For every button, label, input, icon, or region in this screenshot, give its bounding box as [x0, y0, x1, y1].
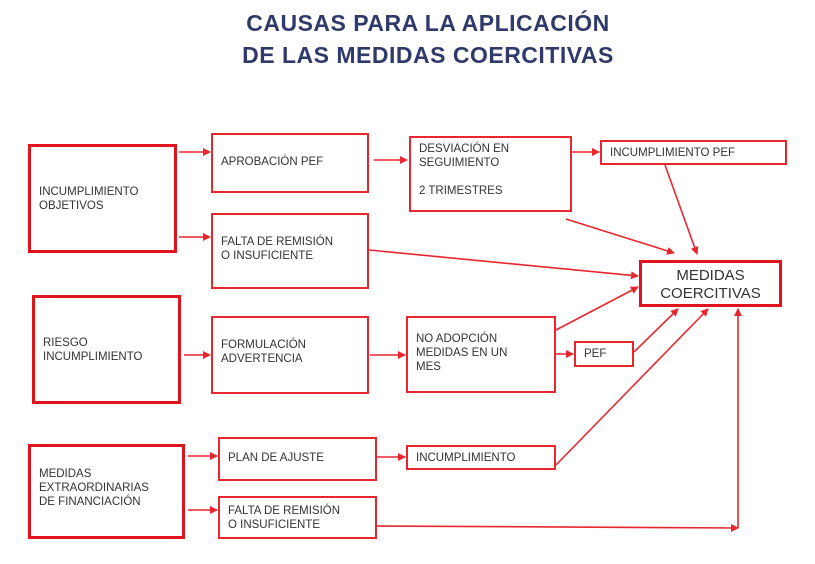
incumplimiento-pef-box: INCUMPLIMIENTO PEF [600, 140, 787, 165]
arrow [633, 308, 679, 353]
arrow [565, 218, 675, 255]
riesgo-incumplimiento-box: RIESGO INCUMPLIMIENTO [32, 295, 181, 404]
arrow [555, 286, 639, 331]
falta-remision-box-2: FALTA DE REMISIÓN O INSUFICIENTE [218, 496, 377, 539]
aprobacion-pef-box: APROBACIÓN PEF [211, 133, 369, 193]
no-adopcion-box: NO ADOPCIÓN MEDIDAS EN UN MES [406, 316, 556, 393]
falta-remision-box-1: FALTA DE REMISIÓN O INSUFICIENTE [211, 213, 369, 289]
arrow [664, 164, 699, 255]
arrow [368, 249, 639, 280]
incumplimiento-box: INCUMPLIMIENTO [406, 445, 556, 470]
arrow [555, 308, 709, 466]
incumplimiento-objetivos-box: INCUMPLIMIENTO OBJETIVOS [28, 144, 177, 253]
medidas-extraordinarias-box: MEDIDAS EXTRAORDINARIAS DE FINANCIACIÓN [28, 444, 185, 539]
medidas-coercitivas-box: MEDIDAS COERCITIVAS [639, 260, 782, 307]
formulacion-advertencia-box: FORMULACIÓN ADVERTENCIA [211, 316, 369, 394]
title-line-2: DE LAS MEDIDAS COERCITIVAS [242, 42, 614, 68]
pef-box: PEF [574, 341, 634, 367]
arrow [375, 523, 739, 532]
plan-ajuste-box: PLAN DE AJUSTE [218, 437, 377, 481]
desviacion-box: DESVIACIÓN EN SEGUIMIENTO 2 TRIMESTRES [409, 136, 572, 212]
title-line-1: CAUSAS PARA LA APLICACIÓN [246, 10, 610, 36]
